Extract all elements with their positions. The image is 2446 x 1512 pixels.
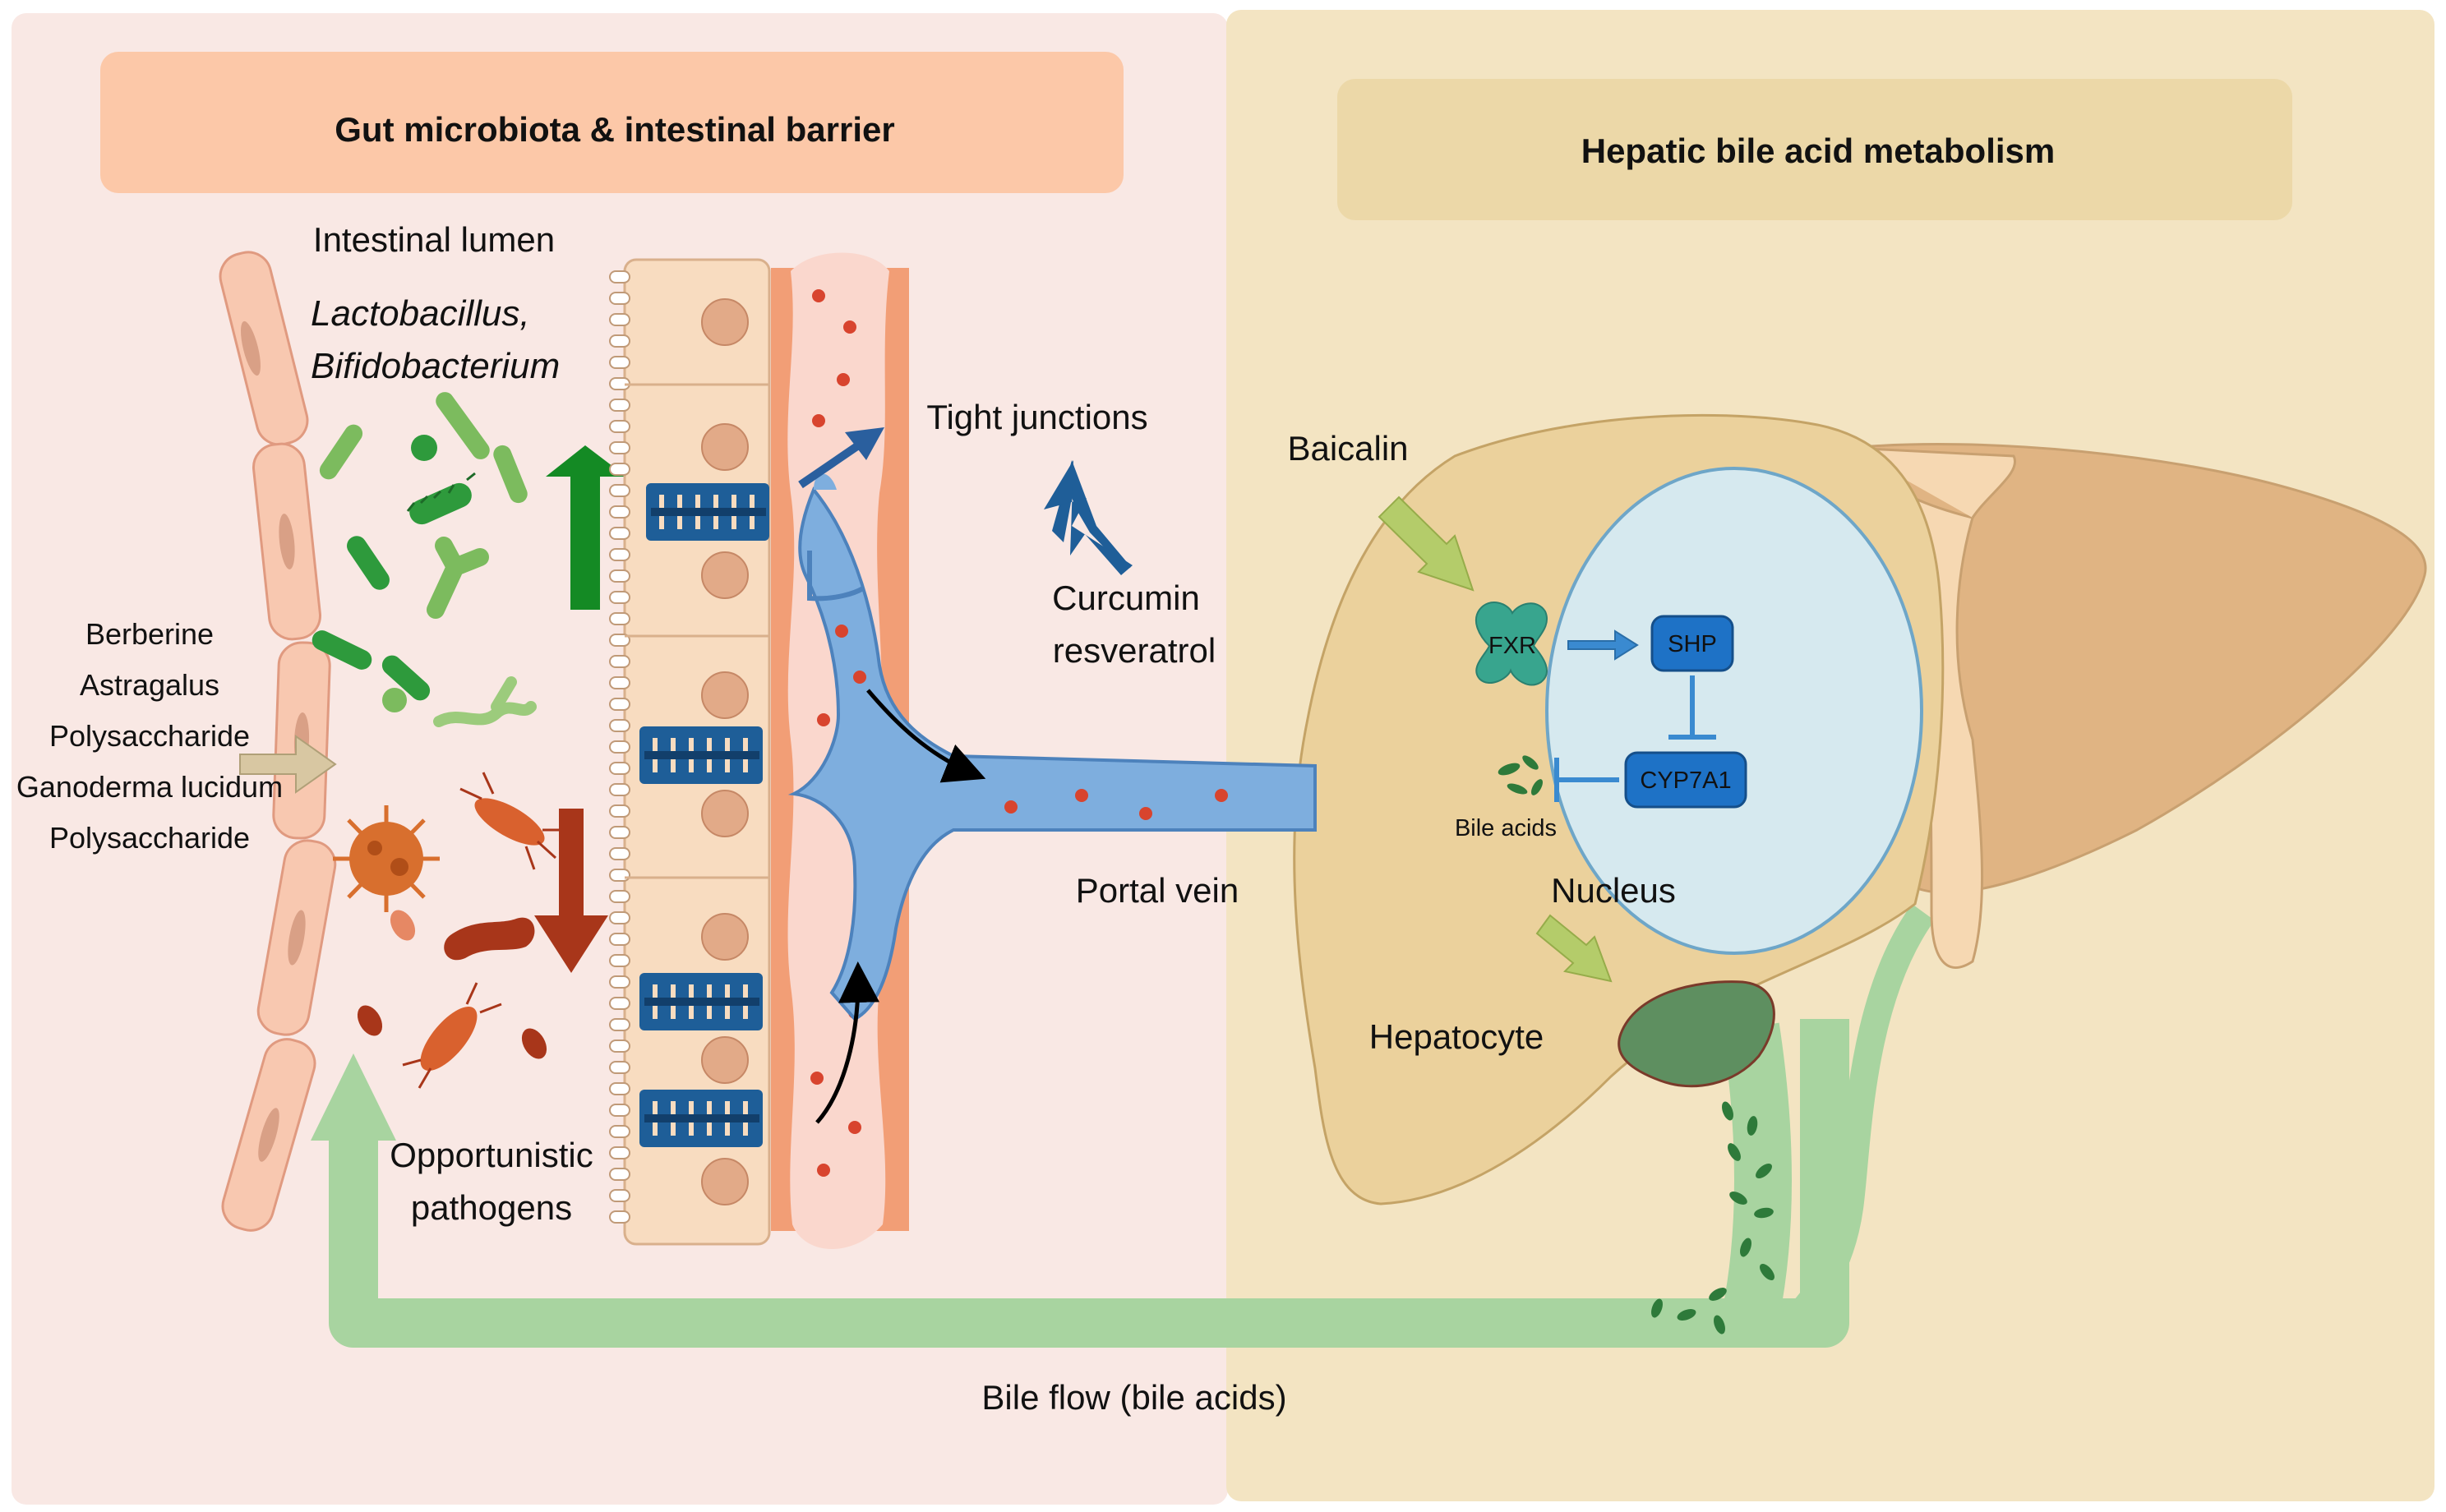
nucleus: FXR SHP CYP7A1 Bile acid [1455, 467, 1923, 955]
intestinal-epithelium [609, 258, 771, 1246]
flagellated-bacterium-icon [406, 472, 476, 525]
treatments-list: Berberine Astragalus Polysaccharide Gano… [16, 617, 283, 855]
fxr-receptor: FXR [1475, 602, 1548, 686]
hepatocyte-label: Hepatocyte [1369, 1017, 1544, 1056]
baicalin-arrow: Baicalin [1287, 429, 1475, 592]
pathogens-label-line1: Opportunistic [390, 1136, 593, 1174]
epithelial-nuclei [701, 298, 749, 1205]
nuclear-bile-acid-icons [1498, 755, 1543, 795]
treatment-item: Ganoderma lucidum [16, 770, 283, 804]
shp-box: SHP [1650, 615, 1734, 672]
curcumin-arrow [1044, 460, 1133, 575]
cyp7a1-inhibits-bile-acids [1554, 758, 1619, 802]
left-intestinal-wall [219, 251, 337, 1232]
beneficial-bacteria-label-line1: Lactobacillus, [311, 293, 530, 334]
spiky-virus-icon [333, 805, 440, 912]
treatment-arrow [239, 735, 337, 794]
treatment-item: Polysaccharide [49, 719, 250, 753]
left-panel-title: Gut microbiota & intestinal barrier [335, 110, 894, 149]
shp-inhibits-cyp7a1 [1668, 675, 1716, 740]
bile-flow-loop: Bile flow (bile acids) [311, 904, 1935, 1417]
baicalin-label: Baicalin [1287, 429, 1408, 468]
y-shaped-bifidobacterium-icon [427, 537, 489, 619]
cyp7a1-label: CYP7A1 [1640, 768, 1731, 794]
spirochete-icon [433, 676, 537, 727]
beneficial-bacteria-label-line2: Bifidobacterium [311, 346, 560, 386]
treatment-item: Polysaccharide [49, 821, 250, 855]
bile-flow-arrowhead [311, 1053, 396, 1141]
treatment-item: Berberine [85, 617, 214, 651]
fxr-label: FXR [1488, 633, 1536, 659]
pathogen-decrease-arrow [534, 809, 608, 973]
tight-junction-pointer-arrow [798, 427, 884, 489]
tight-junctions-label: Tight junctions [926, 398, 1147, 436]
intestinal-lumen-label: Intestinal lumen [313, 220, 555, 259]
bile-flow-label: Bile flow (bile acids) [981, 1378, 1286, 1417]
bug-bacterium-icon [402, 982, 502, 1089]
bile-acid-particles [1651, 1101, 1775, 1335]
vein-blood-cells [835, 625, 1228, 820]
curcumin-label-line2: resveratrol [1053, 631, 1216, 670]
pathogenic-bacteria [333, 772, 567, 1089]
shp-label: SHP [1668, 631, 1717, 657]
portal-vein: Portal vein [787, 473, 1317, 1124]
pathogens-label-line2: pathogens [411, 1188, 572, 1227]
beneficial-bacteria [312, 392, 537, 727]
treatment-item: Astragalus [80, 668, 219, 702]
flow-arrow-up-vein [815, 961, 879, 1124]
fxr-to-shp-arrow [1567, 629, 1639, 661]
bile-acids-label: Bile acids [1455, 815, 1557, 841]
left-panel-header: Gut microbiota & intestinal barrier [100, 52, 1124, 193]
right-panel-title: Hepatic bile acid metabolism [1581, 131, 2056, 170]
microvilli [609, 270, 630, 1224]
nucleus-to-gallbladder-arrow [1535, 914, 1613, 983]
cyp7a1-box: CYP7A1 [1624, 751, 1747, 809]
bug-bacterium-icon [459, 772, 567, 870]
flow-arrow-into-vein [866, 689, 986, 783]
beneficial-increase-arrow [546, 445, 626, 610]
nucleus-label: Nucleus [1551, 871, 1676, 910]
portal-vein-label: Portal vein [1076, 871, 1239, 910]
right-panel-header: Hepatic bile acid metabolism [1337, 79, 2292, 220]
curcumin-label-line1: Curcumin [1052, 579, 1200, 617]
